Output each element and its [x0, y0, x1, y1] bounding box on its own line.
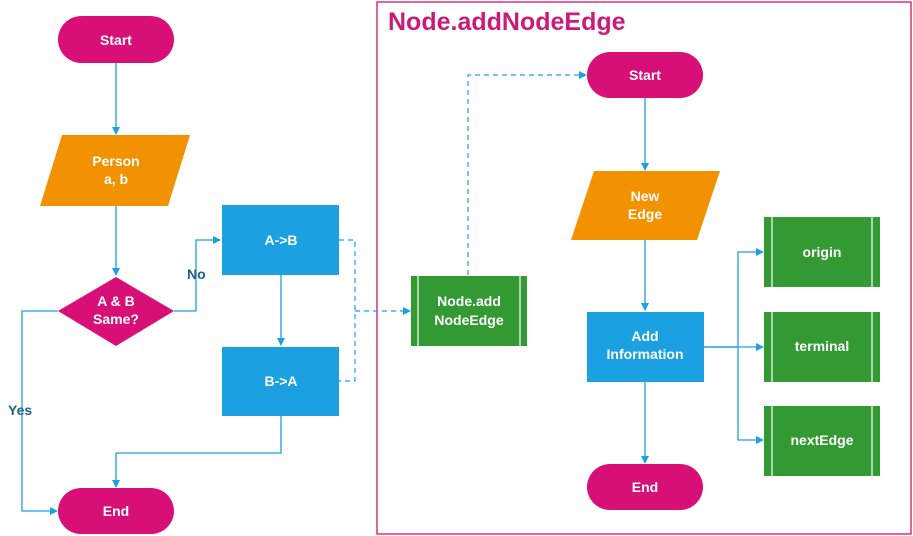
detail-connectors	[641, 98, 764, 464]
detail-process-line1: Add	[631, 328, 658, 344]
subroutine-line2: NodeEdge	[434, 312, 503, 328]
connector-process-to-nextedge	[737, 347, 764, 444]
detail-process-node: Add Information	[587, 312, 704, 382]
dashed-swap-bracket	[339, 239, 356, 382]
connector-decision-no-to-swap1	[174, 236, 221, 312]
main-end-label: End	[103, 503, 129, 519]
detail-end-node: End	[587, 464, 703, 510]
decision-line1: A & B	[97, 293, 135, 309]
main-start-node: Start	[58, 16, 174, 63]
field-nextedge-node: nextEdge	[764, 406, 880, 476]
detail-input-node: New Edge	[571, 171, 720, 240]
swap2-process-node: B->A	[222, 347, 339, 416]
svg-text:NodeEdge: NodeEdge	[434, 312, 503, 328]
main-input-line2: a, b	[104, 171, 128, 187]
svg-text:Information: Information	[607, 346, 684, 362]
detail-panel-frame	[376, 1, 912, 535]
svg-text:Node.add: Node.add	[437, 293, 501, 309]
main-end-node: End	[58, 488, 174, 534]
swap1-label: A->B	[264, 232, 297, 248]
main-decision-node: A & B Same?	[58, 277, 174, 346]
connector-process-to-origin	[704, 248, 764, 348]
dashed-connectors	[339, 71, 587, 382]
subroutine-line1: Node.add	[437, 293, 501, 309]
swap1-process-node: A->B	[222, 205, 339, 275]
svg-text:Person: Person	[92, 153, 139, 169]
detail-start-label: Start	[629, 67, 661, 83]
field-terminal-node: terminal	[764, 312, 880, 382]
field-nextedge-label: nextEdge	[790, 432, 853, 448]
main-connectors	[21, 63, 285, 515]
connector-swap2-to-end	[112, 416, 282, 488]
dashed-subroutine-to-detail-start	[467, 71, 587, 275]
svg-text:Add: Add	[631, 328, 658, 344]
no-label: No	[187, 266, 206, 282]
detail-input-line2: Edge	[628, 206, 662, 222]
main-start-label: Start	[100, 32, 132, 48]
detail-start-node: Start	[587, 52, 703, 98]
field-origin-label: origin	[803, 244, 842, 260]
decision-line2: Same?	[93, 311, 139, 327]
field-origin-node: origin	[764, 217, 880, 287]
connector-decision-yes-to-end	[21, 310, 58, 515]
swap2-label: B->A	[264, 373, 297, 389]
detail-end-label: End	[632, 479, 658, 495]
svg-text:New: New	[631, 188, 660, 204]
detail-process-line2: Information	[607, 346, 684, 362]
main-input-node: Person a, b	[40, 135, 190, 206]
yes-label: Yes	[8, 402, 32, 418]
detail-input-line1: New	[631, 188, 660, 204]
svg-text:a, b: a, b	[104, 171, 128, 187]
subroutine-node: Node.add NodeEdge	[411, 276, 527, 346]
svg-text:A & B: A & B	[97, 293, 135, 309]
svg-text:Edge: Edge	[628, 206, 662, 222]
field-terminal-label: terminal	[795, 338, 849, 354]
svg-text:Same?: Same?	[93, 311, 139, 327]
main-input-line1: Person	[92, 153, 139, 169]
detail-panel-title: Node.addNodeEdge	[388, 8, 626, 36]
